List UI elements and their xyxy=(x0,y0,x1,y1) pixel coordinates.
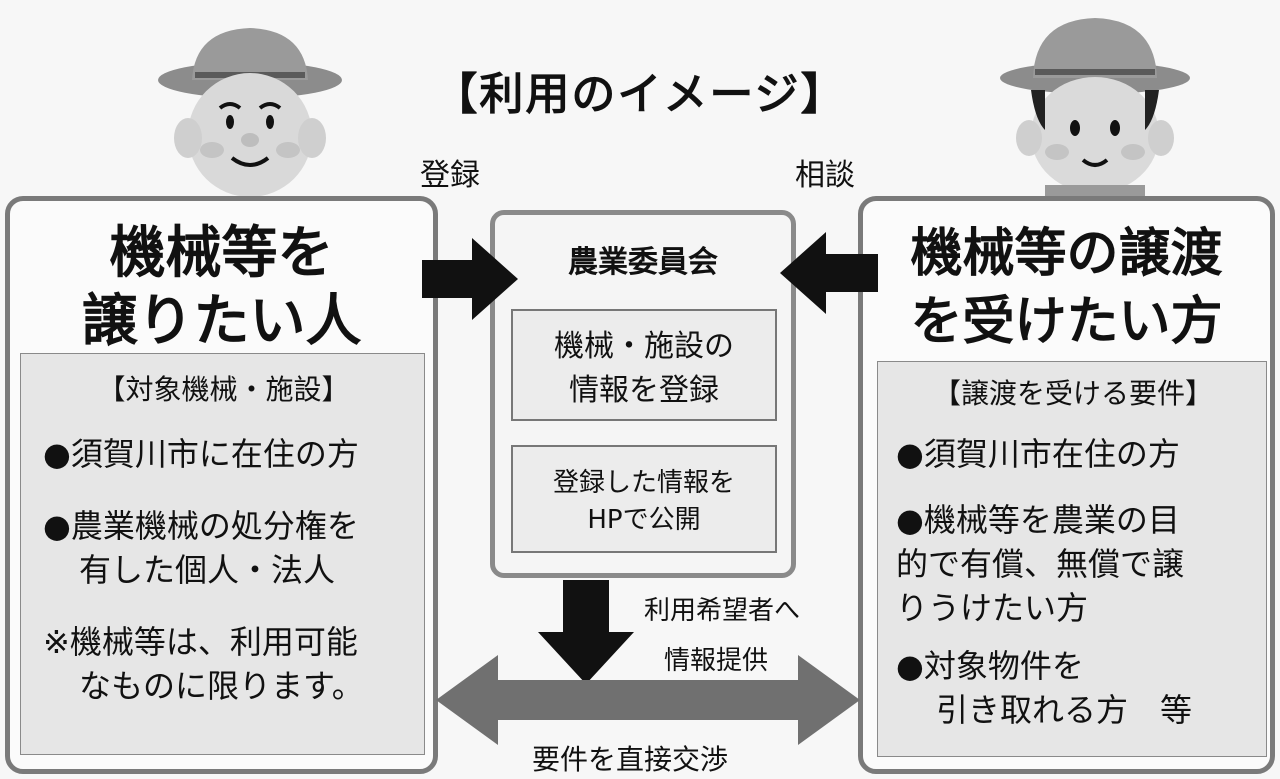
consult-label: 相談 xyxy=(795,158,855,193)
note-item: なものに限ります。 xyxy=(79,667,364,705)
list-item: 引き取れる方 等 xyxy=(936,691,1193,729)
left-target-panel: 【対象機械・施設】 ●須賀川市に在住の方 ●農業機械の処分権を 有した個人・法人… xyxy=(20,353,425,755)
register-label: 登録 xyxy=(420,158,480,193)
committee-title: 農業委員会 xyxy=(568,245,718,280)
agricultural-committee-box: 農業委員会 機械・施設の 情報を登録 登録した情報を HPで公開 xyxy=(490,210,796,578)
register-info-line2: 情報を登録 xyxy=(569,373,719,408)
negotiate-label: 要件を直接交渉 xyxy=(532,743,729,776)
page-title: 【利用のイメージ】 xyxy=(433,69,847,120)
list-item: ●機械等を農業の目 xyxy=(896,501,1180,539)
farmer-left-illustration xyxy=(158,28,342,197)
left-party-box: 機械等を 譲りたい人 【対象機械・施設】 ●須賀川市に在住の方 ●農業機械の処分… xyxy=(5,196,438,774)
right-heading-line2: を受けたい方 xyxy=(910,292,1223,352)
list-item: りうけたい方 xyxy=(896,589,1089,627)
list-item: ●対象物件を xyxy=(896,647,1084,685)
publish-info-line1: 登録した情報を xyxy=(552,468,735,498)
farmer-right-illustration xyxy=(1000,18,1190,200)
list-item: ●須賀川市在住の方 xyxy=(896,435,1180,473)
register-info-box: 機械・施設の 情報を登録 xyxy=(511,309,777,421)
arrow-down-icon xyxy=(538,580,634,684)
right-requirements-panel: 【譲渡を受ける要件】 ●須賀川市在住の方 ●機械等を農業の目 的で有償、無償で譲… xyxy=(877,361,1267,757)
left-panel-title: 【対象機械・施設】 xyxy=(97,373,350,406)
register-info-line1: 機械・施設の xyxy=(554,329,734,364)
list-item: 的で有償、無償で譲 xyxy=(896,545,1185,583)
list-item: 有した個人・法人 xyxy=(79,551,336,589)
note-item: ※機械等は、利用可能 xyxy=(43,623,358,661)
publish-info-line2: HPで公開 xyxy=(587,505,701,535)
arrow-left-icon xyxy=(780,232,878,314)
publish-info-box: 登録した情報を HPで公開 xyxy=(511,445,777,553)
right-party-box: 機械等の譲渡 を受けたい方 【譲渡を受ける要件】 ●須賀川市在住の方 ●機械等を… xyxy=(858,196,1275,774)
left-heading-line2: 譲りたい人 xyxy=(81,289,362,354)
list-item: ●農業機械の処分権を xyxy=(43,507,359,545)
left-heading-line1: 機械等を xyxy=(109,221,334,286)
arrow-right-icon xyxy=(422,238,518,320)
to-applicants-label: 利用希望者へ xyxy=(644,596,801,626)
info-provide-label: 情報提供 xyxy=(664,646,769,676)
double-arrow-icon xyxy=(436,655,860,745)
list-item: ●須賀川市に在住の方 xyxy=(43,435,359,473)
right-heading-line1: 機械等の譲渡 xyxy=(910,224,1223,284)
right-panel-title: 【譲渡を受ける要件】 xyxy=(932,377,1213,410)
